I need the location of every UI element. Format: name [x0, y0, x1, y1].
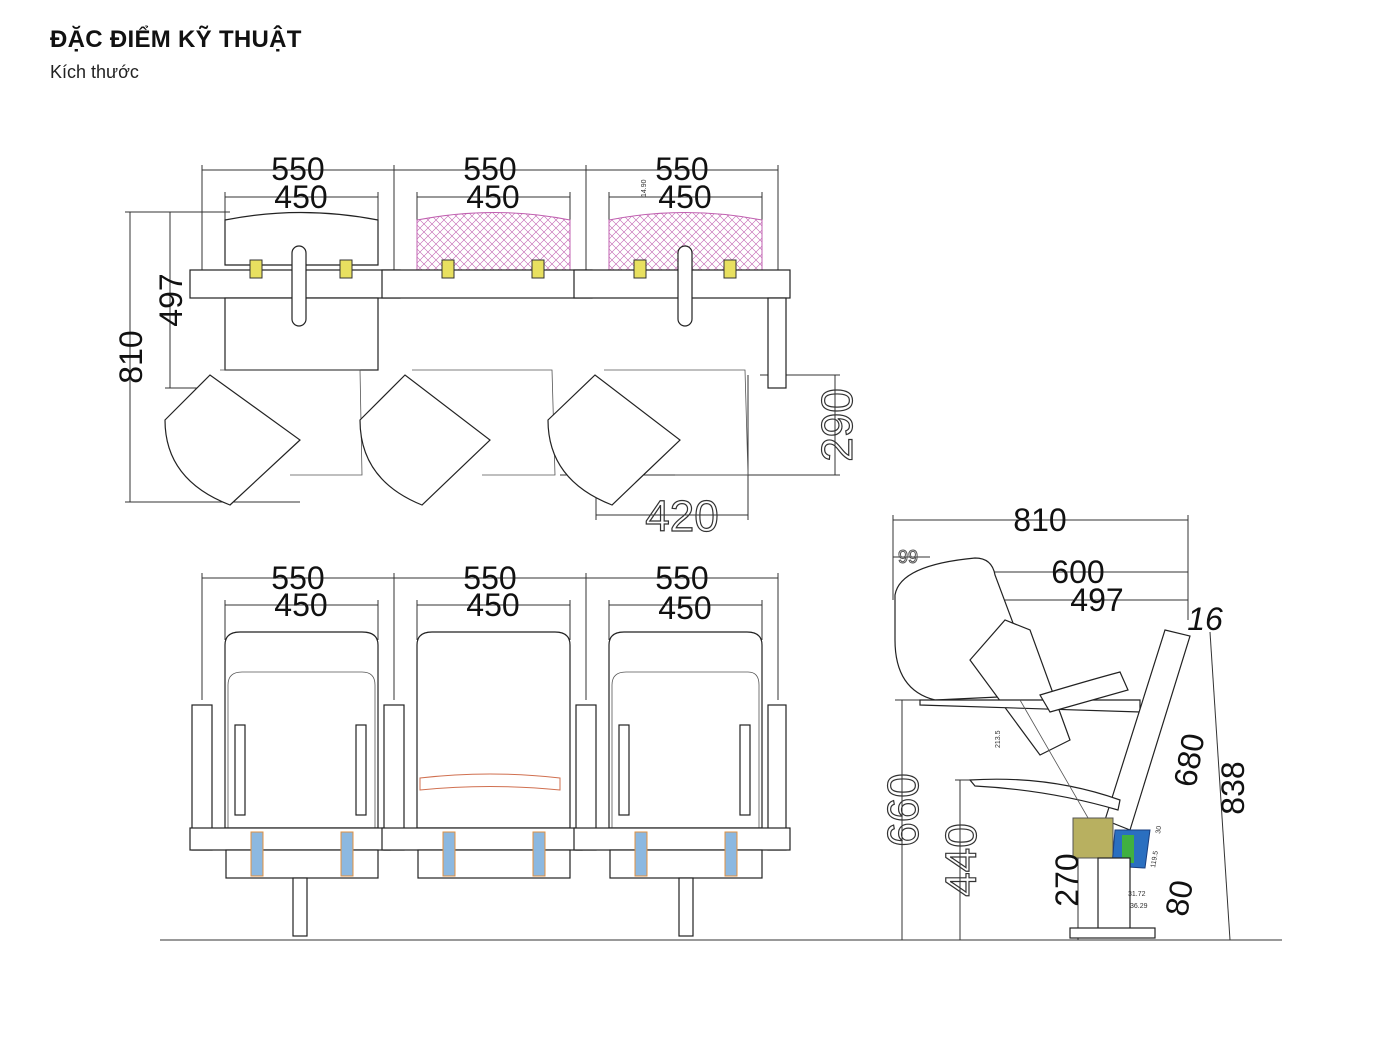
top-width-1: 550 — [271, 151, 324, 187]
top-inner-width-3: 450 — [658, 179, 711, 215]
side-total-depth: 810 — [1013, 502, 1066, 538]
side-view: 810 600 497 16 99 660 440 270 680 838 80… — [878, 502, 1251, 941]
side-back-thickness: 16 — [1187, 601, 1223, 637]
top-seat-1 — [164, 211, 401, 506]
top-view: 550 550 550 450 450 450 810 497 290 420 … — [113, 151, 863, 542]
side-beam-height: 270 — [1049, 853, 1085, 906]
side-bracket-height: 80 — [1158, 877, 1200, 918]
front-view: 550 550 550 450 450 450 — [160, 560, 1282, 941]
top-total-depth: 810 — [113, 330, 149, 383]
front-width-3: 550 — [655, 560, 708, 596]
page-title: ĐẶC ĐIỂM KỸ THUẬT — [50, 26, 302, 53]
top-tablet-depth: 290 — [813, 388, 862, 461]
side-back-height: 680 — [1167, 731, 1212, 790]
side-small-dim-1: 213.5 — [995, 730, 1002, 748]
top-small-dim: 14.90 — [641, 179, 648, 197]
front-inner-width-2: 450 — [466, 587, 519, 623]
top-tablet-width: 420 — [645, 492, 718, 541]
page-subtitle: Kích thước — [50, 62, 139, 82]
side-tablet-height: 660 — [879, 773, 928, 846]
side-total-height: 838 — [1215, 761, 1251, 814]
side-depth-600: 600 — [1051, 554, 1104, 590]
front-seat-1 — [189, 631, 391, 937]
top-width-3: 550 — [655, 151, 708, 187]
top-seat-depth: 497 — [153, 273, 189, 326]
side-small-dim-5: 30 — [1155, 825, 1163, 834]
top-inner-width-2: 450 — [466, 179, 519, 215]
top-inner-width-1: 450 — [274, 179, 327, 215]
front-inner-width-1: 450 — [274, 587, 327, 623]
top-seat-3 — [547, 212, 791, 506]
side-small-dim-3: 36.29 — [1130, 903, 1148, 910]
side-tablet-offset: 99 — [898, 547, 918, 567]
front-seat-2 — [381, 631, 583, 879]
front-inner-width-3: 450 — [658, 590, 711, 626]
side-small-dim-2: 31.72 — [1128, 891, 1146, 898]
top-width-2: 550 — [463, 151, 516, 187]
front-width-1: 550 — [271, 560, 324, 596]
side-depth-497: 497 — [1070, 582, 1123, 618]
front-width-2: 550 — [463, 560, 516, 596]
top-seat-2 — [359, 212, 593, 506]
front-seat-3 — [573, 631, 791, 937]
side-small-dim-4: 119.5 — [1150, 850, 1160, 868]
side-seat-height: 440 — [937, 823, 986, 896]
